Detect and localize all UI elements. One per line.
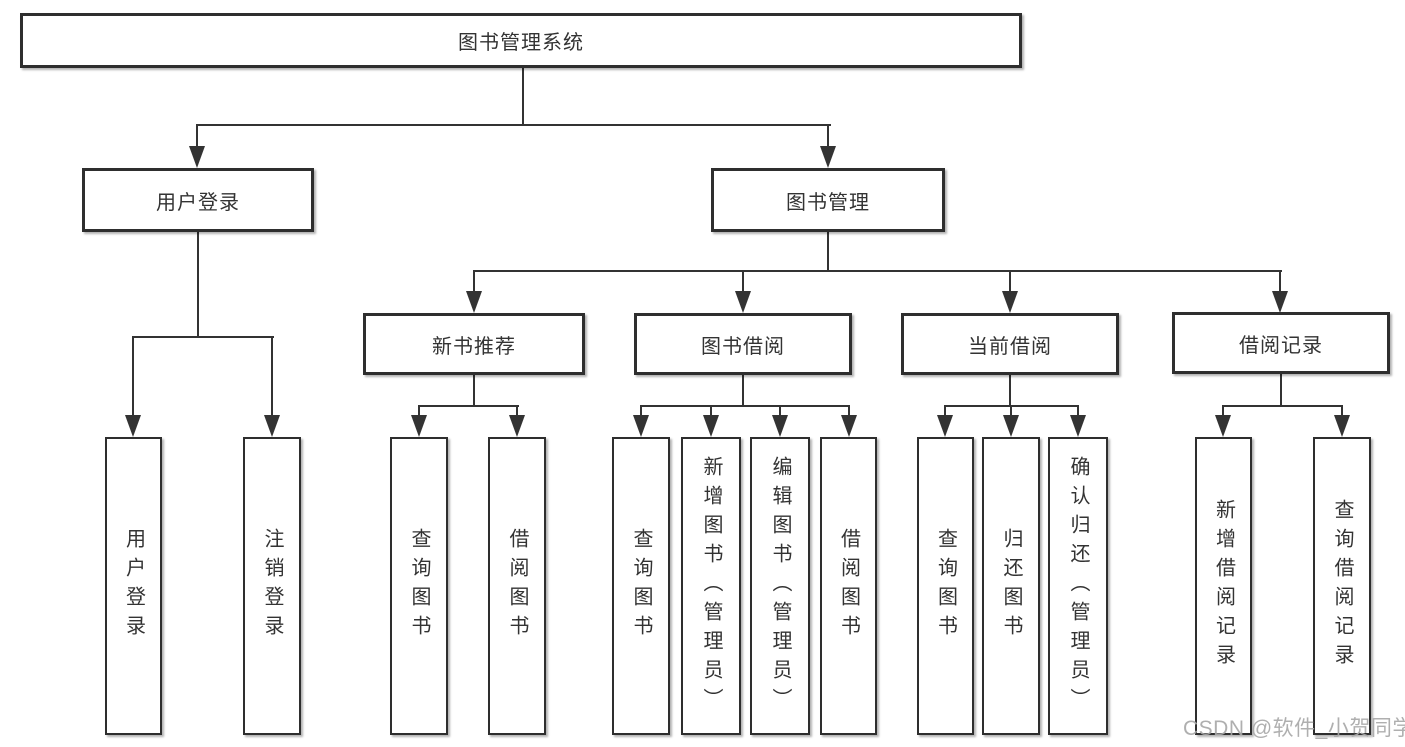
- arrowhead-borrow-book-2: [841, 415, 857, 437]
- arrowhead-borrow-book-1: [509, 415, 525, 437]
- arrowhead-book-borrow: [735, 291, 751, 313]
- connector-bookborrow-hline: [640, 405, 850, 407]
- connector-root-stem: [522, 68, 524, 126]
- leaf-edit-book-admin: 编辑图书（管理员）: [750, 437, 810, 735]
- leaf-logout: 注销登录: [243, 437, 301, 735]
- connector-userlogin-stem: [197, 230, 199, 338]
- node-book-borrow: 图书借阅: [634, 313, 852, 375]
- leaf-borrow-book-2: 借阅图书: [820, 437, 877, 735]
- arrowhead-book-management: [820, 146, 836, 168]
- node-current-borrow-label: 当前借阅: [968, 335, 1052, 358]
- leaf-borrow-book-1: 借阅图书: [488, 437, 546, 735]
- connector-bookmgmt-drop4: [1279, 270, 1281, 292]
- leaf-add-book-admin-label: 新增图书（管理员）: [700, 455, 722, 717]
- node-book-management: 图书管理: [711, 168, 945, 232]
- connector-bookmgmt-drop3: [1009, 270, 1011, 292]
- arrowhead-confirm-return: [1070, 415, 1086, 437]
- leaf-user-login: 用户登录: [105, 437, 162, 735]
- node-new-book-recommend: 新书推荐: [363, 313, 585, 375]
- connector-newbook-drop2: [516, 405, 518, 417]
- node-current-borrow: 当前借阅: [901, 313, 1119, 375]
- leaf-borrow-book-1-label: 借阅图书: [506, 528, 528, 644]
- leaf-query-book-2: 查询图书: [612, 437, 670, 735]
- arrowhead-query-book-1: [411, 415, 427, 437]
- leaf-add-book-admin: 新增图书（管理员）: [681, 437, 741, 735]
- arrowhead-edit-book: [772, 415, 788, 437]
- connector-root-drop-right: [827, 124, 829, 150]
- connector-borrowrecords-drop2: [1341, 405, 1343, 417]
- arrowhead-new-book-recommend: [466, 291, 482, 313]
- arrowhead-borrow-records: [1272, 291, 1288, 313]
- arrowhead-leaf-logout: [264, 415, 280, 437]
- connector-bookmgmt-drop2: [742, 270, 744, 292]
- node-user-login-label: 用户登录: [156, 191, 240, 214]
- leaf-query-book-1: 查询图书: [390, 437, 448, 735]
- connector-currentborrow-stem: [1009, 373, 1011, 407]
- connector-newbook-drop1: [418, 405, 420, 417]
- connector-bookmgmt-stem: [827, 230, 829, 272]
- connector-bookborrow-drop1: [640, 405, 642, 417]
- leaf-confirm-return-admin: 确认归还（管理员）: [1048, 437, 1108, 735]
- leaf-edit-book-admin-label: 编辑图书（管理员）: [769, 455, 791, 717]
- leaf-query-book-3-label: 查询图书: [934, 528, 957, 644]
- connector-newbook-hline: [418, 405, 519, 407]
- connector-borrowrecords-drop1: [1222, 405, 1224, 417]
- arrowhead-leaf-user-login: [125, 415, 141, 437]
- connector-borrowrecords-hline: [1222, 405, 1343, 407]
- node-root: 图书管理系统: [20, 13, 1022, 68]
- leaf-query-book-2-label: 查询图书: [630, 528, 652, 644]
- arrowhead-query-borrow-record: [1334, 415, 1350, 437]
- connector-bookborrow-drop4: [848, 405, 850, 417]
- arrowhead-add-borrow-record: [1215, 415, 1231, 437]
- node-book-management-label: 图书管理: [786, 191, 870, 214]
- leaf-query-book-1-label: 查询图书: [408, 528, 430, 644]
- arrowhead-query-book-3: [937, 415, 953, 437]
- arrowhead-query-book-2: [633, 415, 649, 437]
- leaf-query-borrow-record-label: 查询借阅记录: [1331, 499, 1353, 673]
- leaf-query-borrow-record: 查询借阅记录: [1313, 437, 1371, 735]
- connector-userlogin-hline: [132, 336, 274, 338]
- connector-bookmgmt-hline: [473, 270, 1282, 272]
- connector-borrowrecords-stem: [1280, 372, 1282, 407]
- leaf-return-book-label: 归还图书: [1000, 528, 1022, 644]
- connector-bookborrow-stem: [742, 373, 744, 407]
- connector-userlogin-drop1: [132, 336, 134, 418]
- node-borrow-records-label: 借阅记录: [1239, 334, 1323, 357]
- arrowhead-return-book: [1003, 415, 1019, 437]
- node-new-book-recommend-label: 新书推荐: [432, 335, 516, 358]
- connector-currentborrow-drop1: [944, 405, 946, 417]
- node-borrow-records: 借阅记录: [1172, 312, 1390, 374]
- connector-currentborrow-drop2: [1010, 405, 1012, 417]
- connector-newbook-stem: [473, 373, 475, 407]
- leaf-logout-label: 注销登录: [261, 528, 283, 644]
- connector-root-hline: [196, 124, 831, 126]
- node-root-label: 图书管理系统: [458, 32, 584, 54]
- connector-bookborrow-drop2: [710, 405, 712, 417]
- leaf-add-borrow-record: 新增借阅记录: [1195, 437, 1252, 735]
- connector-root-drop-left: [196, 124, 198, 150]
- connector-currentborrow-drop3: [1077, 405, 1079, 417]
- leaf-add-borrow-record-label: 新增借阅记录: [1212, 499, 1235, 673]
- leaf-return-book: 归还图书: [982, 437, 1040, 735]
- arrowhead-user-login: [189, 146, 205, 168]
- leaf-borrow-book-2-label: 借阅图书: [837, 528, 860, 644]
- connector-userlogin-drop2: [271, 336, 273, 418]
- node-book-borrow-label: 图书借阅: [701, 335, 785, 358]
- arrowhead-current-borrow: [1002, 291, 1018, 313]
- leaf-query-book-3: 查询图书: [917, 437, 974, 735]
- arrowhead-add-book: [703, 415, 719, 437]
- connector-bookmgmt-drop1: [473, 270, 475, 292]
- connector-bookborrow-drop3: [779, 405, 781, 417]
- leaf-user-login-label: 用户登录: [122, 528, 145, 644]
- node-user-login: 用户登录: [82, 168, 314, 232]
- leaf-confirm-return-admin-label: 确认归还（管理员）: [1067, 455, 1089, 717]
- csdn-watermark: CSDN @软件_小贺同学: [1183, 717, 1405, 740]
